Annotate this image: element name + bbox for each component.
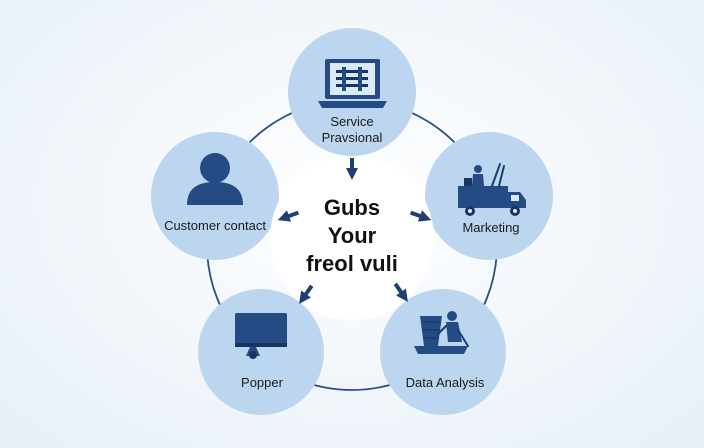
arrow-from-customer-contact	[277, 210, 300, 222]
node-label-marketing: Marketing	[462, 220, 519, 235]
monitor-icon	[235, 313, 287, 359]
center-circle	[270, 156, 434, 320]
truck-icon	[458, 163, 526, 216]
arrow-from-service	[346, 158, 358, 180]
node-label-popper: Popper	[241, 375, 284, 390]
node-label-data-analysis: Data Analysis	[406, 375, 485, 390]
center-text-line2: Your	[328, 223, 377, 248]
node-label-service-line2: Pravsional	[322, 130, 383, 145]
data-figure-icon	[414, 311, 469, 354]
node-circle-popper	[198, 289, 324, 415]
laptop-icon	[318, 59, 387, 108]
arrow-from-popper	[299, 284, 314, 304]
node-label-customer-contact: Customer contact	[164, 218, 266, 233]
arrow-from-data-analysis	[393, 282, 408, 302]
center-text-line3: freol vuli	[306, 251, 398, 276]
arrows	[277, 158, 432, 304]
center-text-line1: Gubs	[324, 195, 380, 220]
person-icon	[187, 153, 243, 205]
node-label-service-line1: Service	[330, 114, 373, 129]
arrow-from-marketing	[409, 210, 432, 222]
